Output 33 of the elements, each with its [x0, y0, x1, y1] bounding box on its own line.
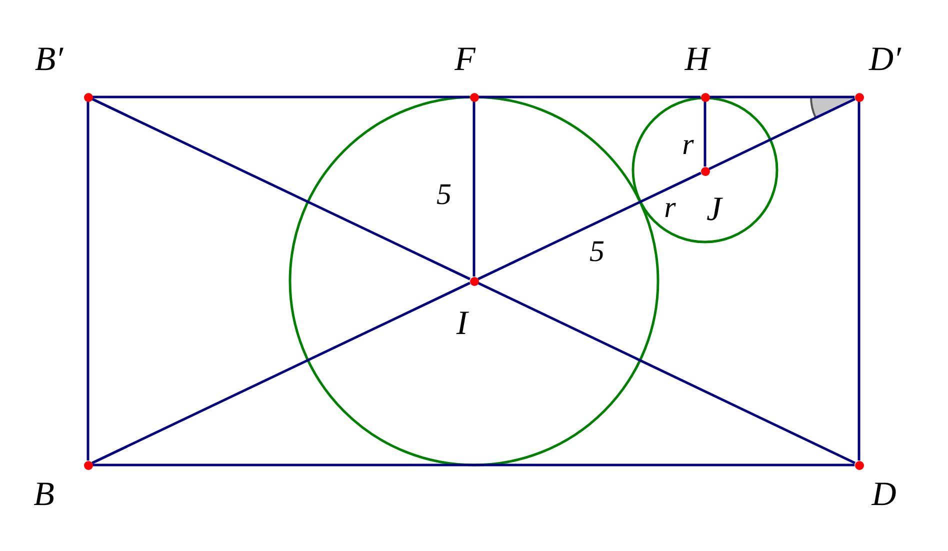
length-label: r	[664, 193, 676, 223]
line-segment	[86, 102, 90, 460]
length-label: 5	[590, 237, 604, 267]
edge-label: r	[682, 130, 694, 160]
point-label: I	[456, 307, 468, 341]
line-segment	[92, 96, 470, 98]
line-segment	[710, 96, 854, 98]
line-segment	[478, 172, 702, 280]
edge-label: 5	[436, 180, 452, 210]
point-dot	[84, 460, 92, 470]
point-label: J	[706, 193, 722, 227]
line-segment	[708, 98, 856, 170]
point-label: D	[872, 478, 896, 512]
line-segment	[478, 282, 856, 464]
point-dot	[700, 166, 710, 176]
line-segment	[858, 102, 860, 460]
line-segment	[478, 96, 700, 98]
point-dot	[700, 92, 710, 102]
line-segment	[704, 102, 706, 166]
point-dot	[470, 276, 478, 286]
point-label: B′	[34, 43, 64, 77]
point-label: F	[454, 43, 476, 77]
line-segment	[92, 282, 470, 464]
point-dot	[854, 460, 864, 470]
point-label: B	[34, 478, 54, 512]
line-segment	[472, 102, 476, 276]
point-dot	[854, 92, 864, 102]
point-dot	[84, 92, 92, 102]
point-dot	[470, 92, 478, 102]
line-segment	[92, 98, 470, 280]
point-label: D′	[869, 43, 901, 77]
line-segment	[92, 464, 854, 466]
point-label: H	[684, 43, 710, 77]
